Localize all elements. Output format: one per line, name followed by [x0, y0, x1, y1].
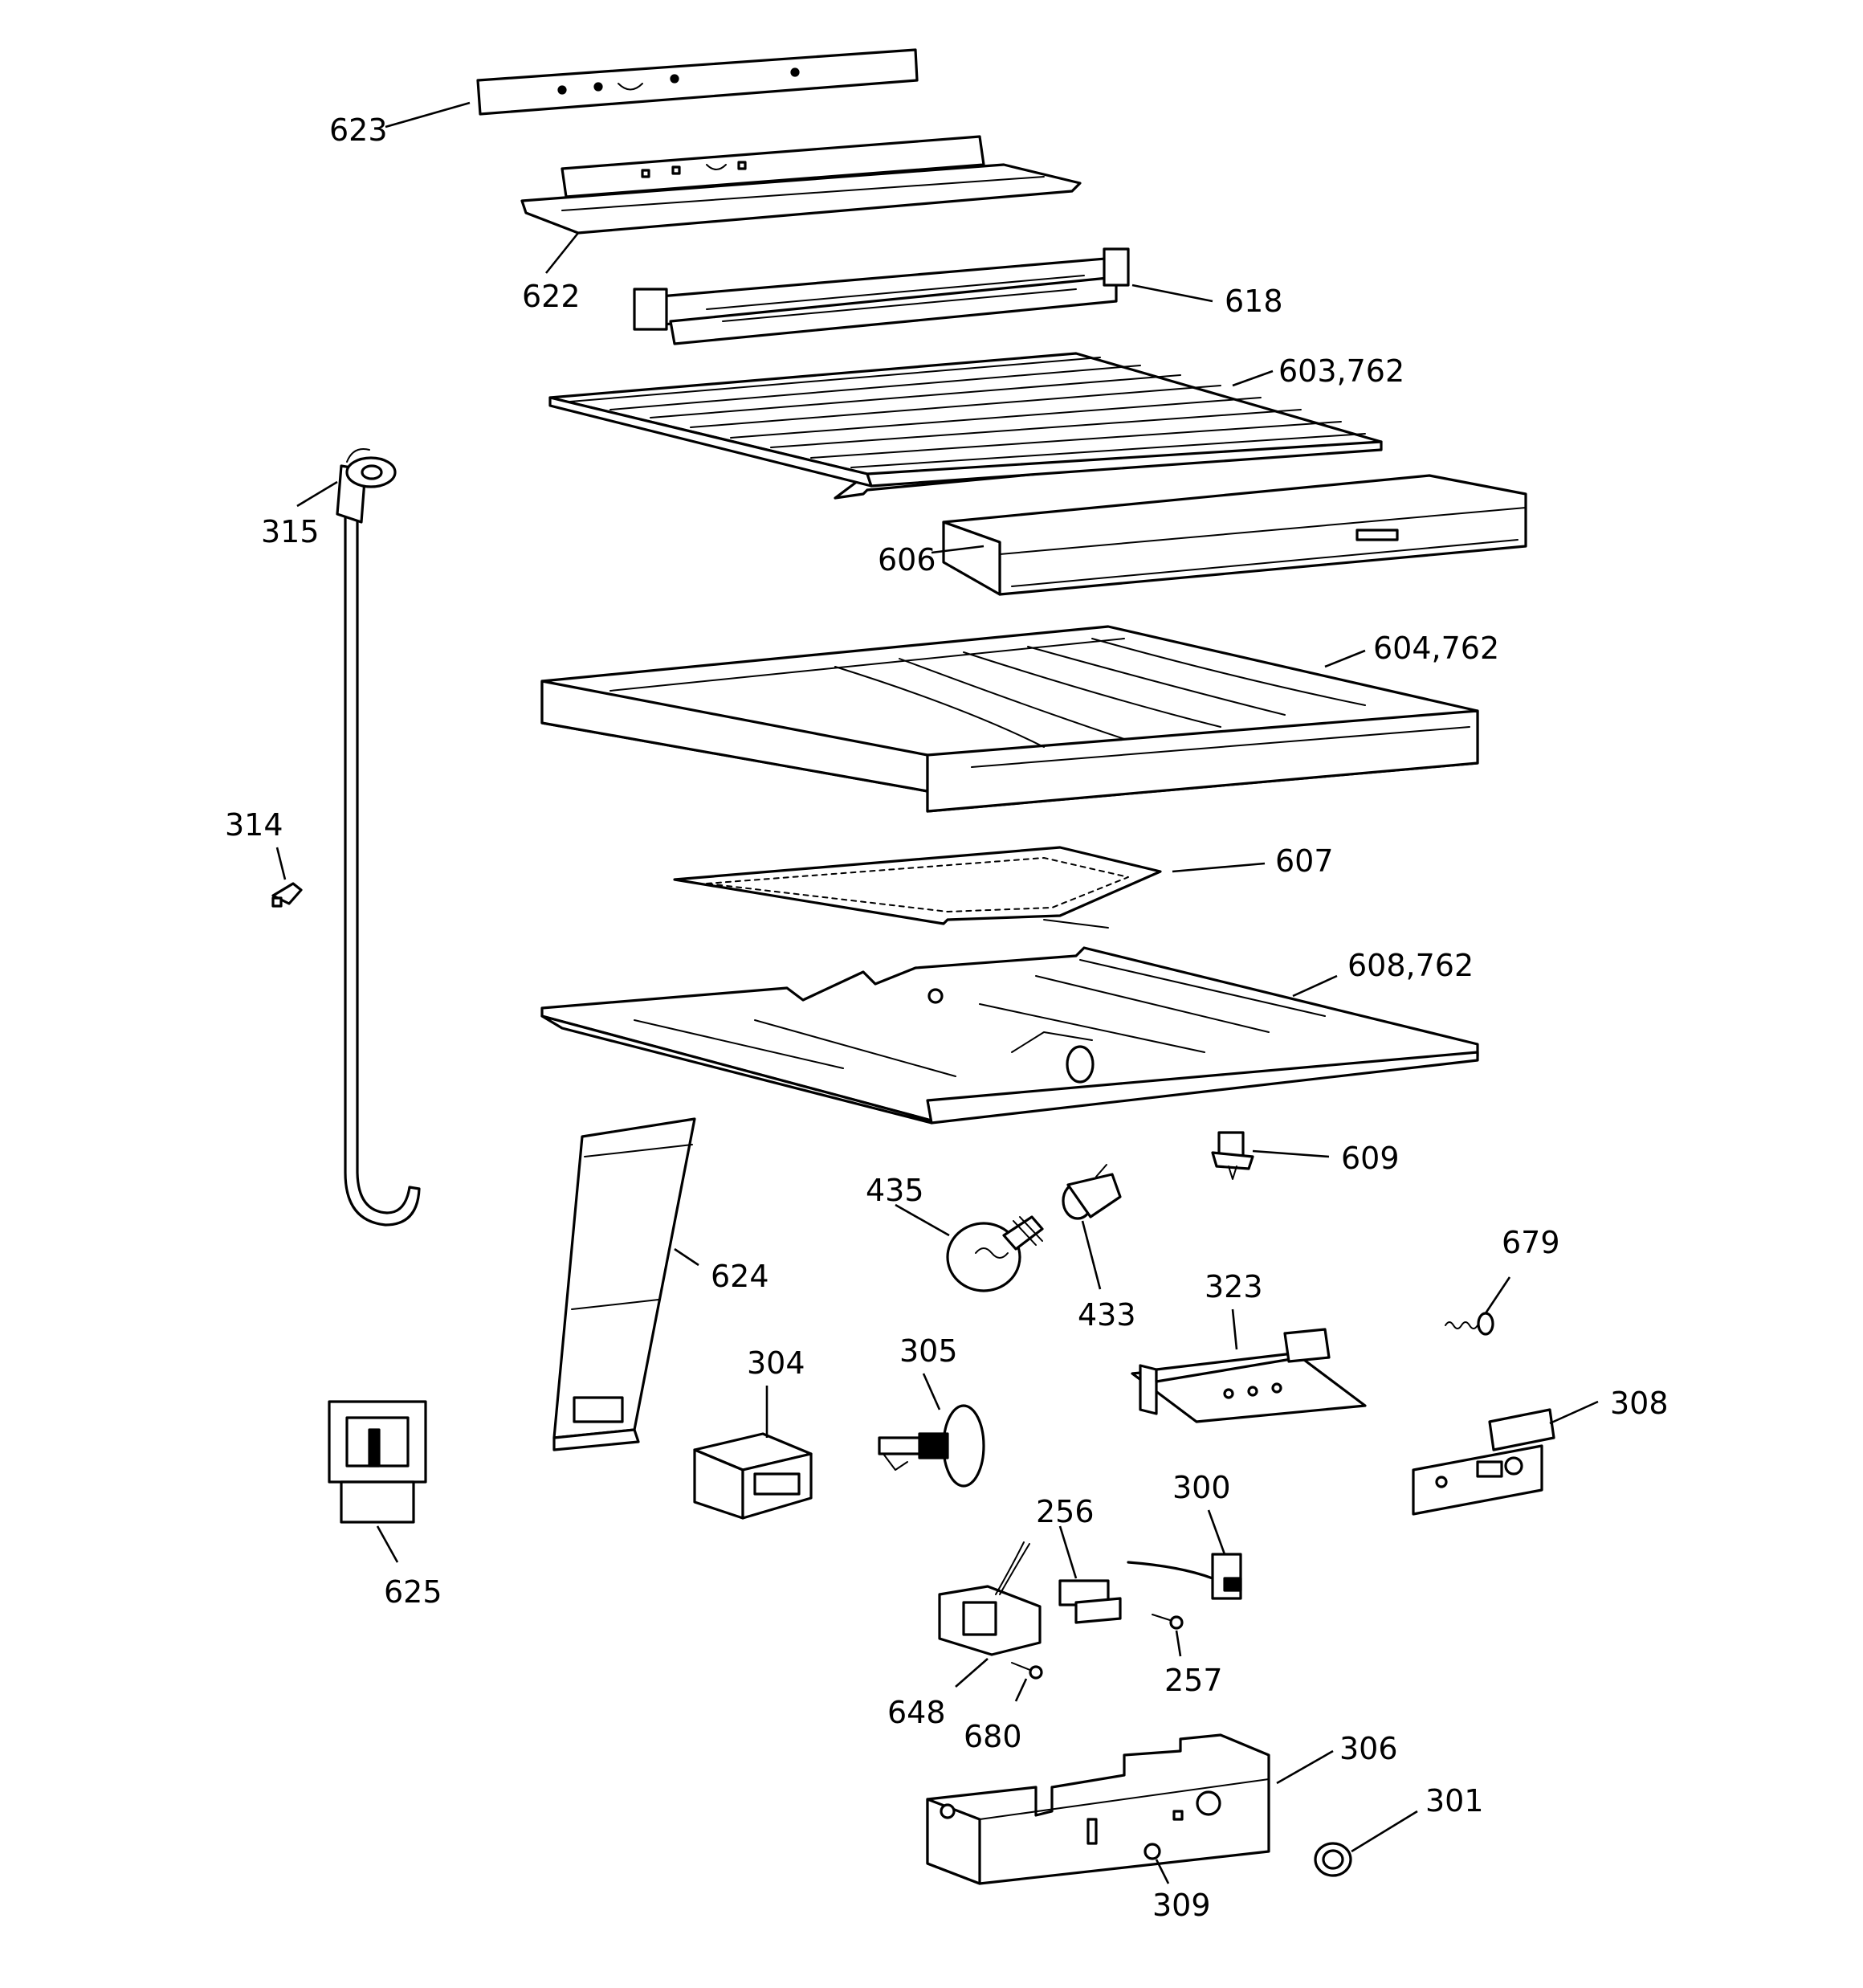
part-606-channel: [942, 474, 1527, 596]
callout-680: 680: [964, 1719, 1022, 1754]
leader-lines: [275, 101, 1599, 1884]
part-308-plate: [1412, 1408, 1555, 1516]
callout-624: 624: [711, 1259, 769, 1294]
part-300-switch: [1127, 1553, 1242, 1600]
part-257-screw: [1152, 1614, 1184, 1630]
callout-433: 433: [1078, 1297, 1136, 1333]
callout-679: 679: [1502, 1225, 1560, 1260]
callout-618: 618: [1225, 284, 1283, 319]
part-624-duct: [552, 1117, 696, 1451]
part-305-thermostat: [878, 1404, 985, 1488]
part-306-control-housing: [926, 1733, 1270, 1885]
part-608-pan: [540, 946, 1479, 1125]
part-609-fastener: [1211, 1131, 1254, 1180]
callout-606: 606: [878, 542, 936, 578]
part-679-spring: [1445, 1312, 1494, 1336]
part-304-block: [693, 1432, 813, 1520]
callout-625: 625: [384, 1574, 442, 1610]
part-323-bracket: [1131, 1328, 1367, 1423]
callout-labels: 623 622 618 603,762 315 606 604,762 314 …: [225, 112, 1669, 1923]
callout-304: 304: [747, 1345, 805, 1381]
callout-308: 308: [1610, 1386, 1669, 1421]
part-623-trim-strip: [476, 48, 919, 116]
callout-314: 314: [225, 807, 283, 843]
callout-435: 435: [866, 1173, 924, 1208]
part-648-motor: [938, 1541, 1042, 1656]
part-256-switch: [1058, 1579, 1122, 1624]
callout-608-762: 608,762: [1347, 948, 1474, 983]
callout-306: 306: [1339, 1731, 1398, 1766]
part-603-shelf: [548, 352, 1383, 500]
callout-607: 607: [1275, 843, 1334, 879]
part-301-knob: [1314, 1842, 1352, 1877]
callout-315: 315: [261, 514, 320, 549]
callout-609: 609: [1341, 1141, 1400, 1176]
part-315-drain-tube: [336, 448, 421, 1227]
part-618-bracket: [633, 247, 1130, 345]
callout-257: 257: [1164, 1663, 1223, 1698]
callout-323: 323: [1205, 1269, 1263, 1304]
callout-305: 305: [899, 1333, 958, 1369]
callout-622: 622: [522, 279, 581, 314]
part-607-mesh-pad: [673, 846, 1162, 929]
part-604-shelf-frame: [540, 625, 1479, 813]
callout-309: 309: [1152, 1888, 1211, 1923]
callout-300: 300: [1172, 1470, 1231, 1505]
callout-256: 256: [1036, 1494, 1095, 1529]
part-435-light-bulb: [946, 1215, 1044, 1292]
callout-648: 648: [887, 1695, 946, 1730]
part-680-screw: [1011, 1662, 1043, 1680]
part-433-socket: [1062, 1164, 1122, 1220]
part-625-housing: [328, 1400, 427, 1524]
part-314-clip: [271, 882, 303, 908]
callout-301: 301: [1425, 1783, 1484, 1819]
callout-604-762: 604,762: [1373, 631, 1499, 666]
callout-603-762: 603,762: [1278, 353, 1404, 389]
callout-623: 623: [329, 112, 388, 148]
part-622-cover: [520, 135, 1082, 235]
